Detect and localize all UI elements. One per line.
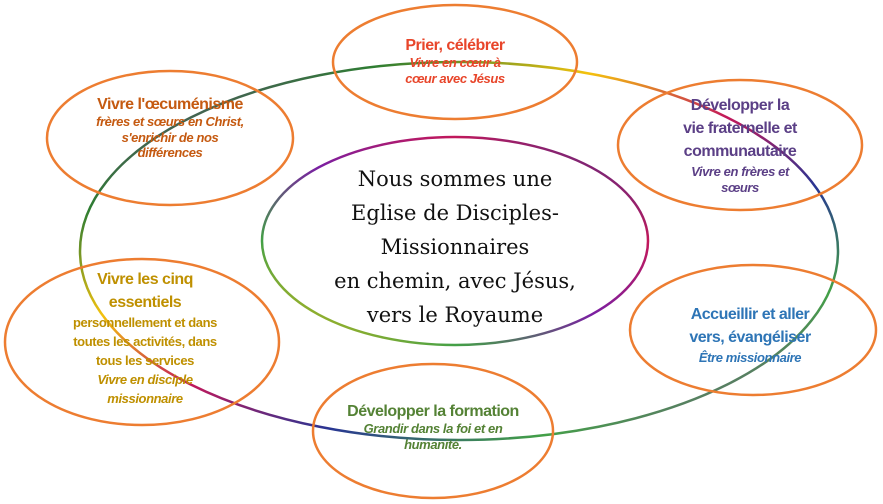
bubble-subtitle: missionnaire (107, 390, 183, 406)
bubble-subtitle: Grandir dans la foi et en (363, 421, 503, 437)
bubble-title: Vivre l'œcuménisme (97, 96, 243, 113)
bubble-title: vie fraternelle et (683, 120, 797, 138)
center-statement: Nous sommes une Eglise de Disciples- Mis… (290, 162, 620, 332)
bubble-essentiels: Vivre les cinq essentiels personnellemen… (30, 268, 260, 409)
bubble-title: Prier, célébrer (405, 37, 505, 54)
bubble-accueillir: Accueillir et aller vers, évangéliser Êt… (640, 303, 860, 368)
bubble-prier: Prier, célébrer Vivre en cœur à cœur ave… (345, 36, 565, 86)
bubble-subtitle: Vivre en frères et (691, 163, 789, 179)
outer-rainbow-ring (78, 60, 840, 442)
bubble-fraternelle: Développer la vie fraternelle et communa… (630, 94, 850, 197)
bubble-title: Développer la (690, 97, 790, 114)
bubble-subtitle: Vivre en cœur à (409, 55, 501, 71)
bubble-outline-fraternelle (616, 78, 864, 212)
bubble-text: toutes les activités, dans (73, 334, 217, 350)
bubble-title: communautaire (683, 143, 797, 161)
center-line: Eglise de Disciples- (351, 201, 559, 225)
bubble-subtitle: humanité. (404, 436, 462, 452)
center-line: Nous sommes une (357, 167, 553, 191)
bubble-subtitle: s'enrichir de nos (121, 129, 219, 145)
bubble-subtitle: Vivre en disciple (97, 371, 193, 387)
bubble-outline-prier (331, 3, 579, 121)
bubble-subtitle: Être missionnaire (698, 350, 802, 366)
bubble-outline-essentiels (3, 257, 281, 427)
bubble-outline-accueillir (628, 263, 878, 397)
bubble-subtitle: différences (137, 145, 203, 161)
center-rainbow-ring (260, 135, 650, 347)
bubble-formation: Développer la formation Grandir dans la … (313, 402, 553, 452)
bubble-oecumenisme: Vivre l'œcuménisme frères et sœurs en Ch… (60, 95, 280, 161)
center-line: vers le Royaume (366, 303, 544, 327)
bubble-text: tous les services (96, 353, 194, 369)
bubble-title: Développer la formation (347, 403, 519, 420)
center-line: en chemin, avec Jésus, (334, 269, 576, 293)
center-line: Missionnaires (380, 235, 530, 259)
bubble-subtitle: sœurs (721, 180, 759, 196)
bubble-title: essentiels (108, 294, 182, 312)
bubble-outline-oecumenisme (45, 69, 295, 207)
bubble-title: Accueillir et aller (690, 306, 810, 323)
bubble-title: Vivre les cinq (97, 271, 193, 288)
bubble-outline-formation (311, 362, 555, 500)
bubble-title: vers, évangéliser (689, 329, 811, 347)
bubble-subtitle: cœur avec Jésus (405, 70, 505, 86)
bubble-text: personnellement et dans (73, 315, 217, 331)
bubble-subtitle: frères et sœurs en Christ, (96, 114, 244, 130)
